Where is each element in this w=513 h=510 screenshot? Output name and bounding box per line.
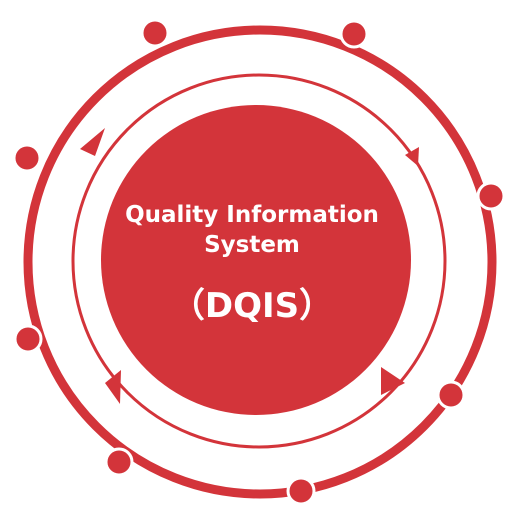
ring-node [339, 19, 369, 49]
ring-node [140, 18, 170, 48]
center-title-line-2: System [204, 232, 300, 258]
ring-node [104, 447, 134, 477]
cycle-arrow-bottom-left-icon [105, 370, 121, 404]
ring-node [476, 181, 506, 211]
outer-ring [23, 25, 497, 499]
ring-node [12, 143, 42, 173]
center-title-line-1: Quality Information [125, 202, 379, 228]
center-disc [101, 105, 411, 415]
cycle-arrow-top-right-icon [405, 147, 419, 166]
cycle-arrow-top-left-icon [80, 128, 105, 156]
center-abbreviation: （DQIS） [171, 286, 333, 326]
ring-node [436, 380, 466, 410]
cycle-arrow-bottom-right-icon [381, 367, 405, 395]
ring-node [13, 324, 43, 354]
inner-cycle-ring [71, 73, 447, 449]
ring-node [286, 476, 316, 506]
